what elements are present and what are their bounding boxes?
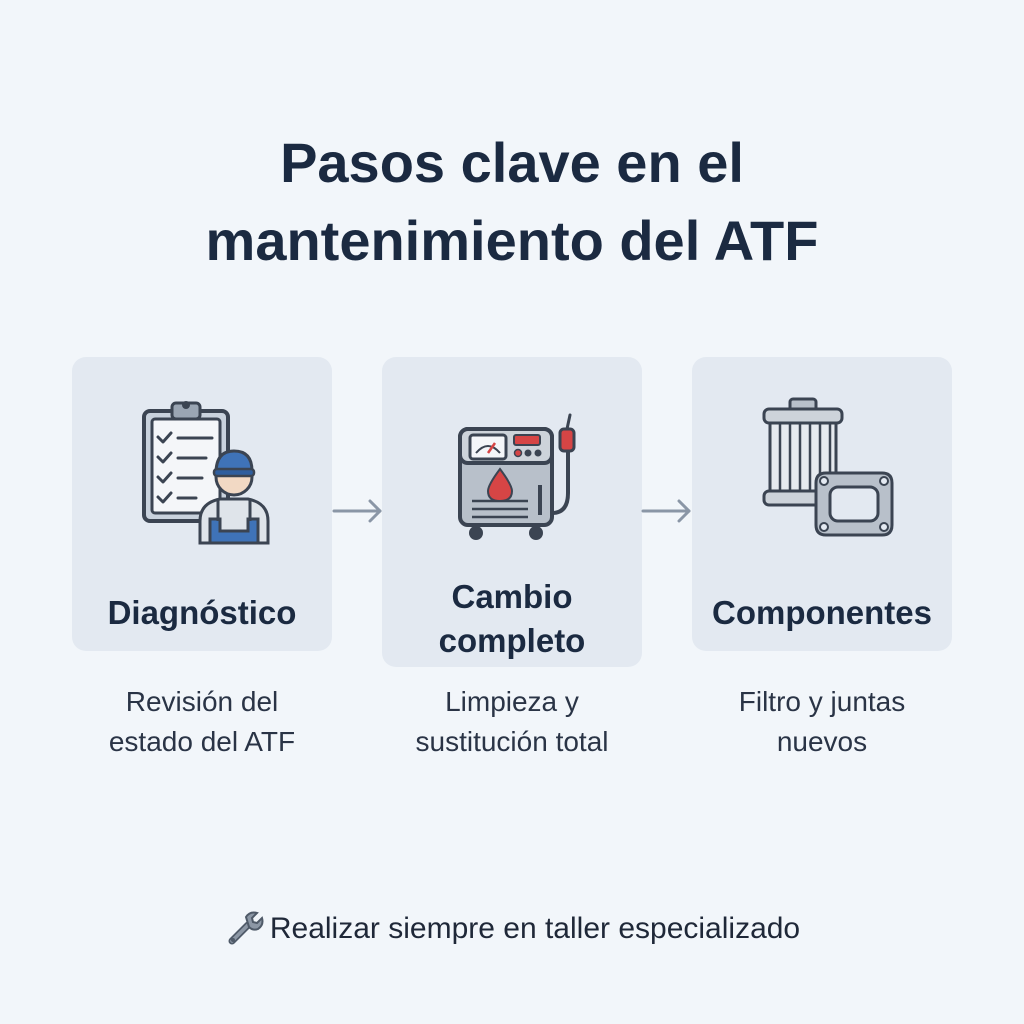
step-title: Cambio completo <box>382 575 642 663</box>
description-line: sustitución total <box>415 726 609 757</box>
arrow-right-icon <box>641 496 693 526</box>
page-title: Pasos clave en el mantenimiento del ATF <box>0 124 1024 280</box>
atf-exchange-machine-icon <box>432 393 592 553</box>
step-title-line: Diagnóstico <box>107 594 297 631</box>
filter-gasket-icon <box>742 393 902 553</box>
page-title-line-2: mantenimiento del ATF <box>205 208 819 272</box>
step-description-cambio-completo: Limpieza y sustitución total <box>362 682 662 762</box>
description-line: Filtro y juntas <box>738 686 906 717</box>
description-line: estado del ATF <box>108 726 296 757</box>
step-card-diagnostico: Diagnóstico <box>72 357 332 651</box>
page-title-line-1: Pasos clave en el <box>280 130 744 194</box>
step-description-componentes: Filtro y juntas nuevos <box>672 682 972 762</box>
description-line: Limpieza y <box>445 686 579 717</box>
step-title: Diagnóstico <box>72 591 332 635</box>
arrow-right-icon <box>332 496 384 526</box>
step-card-cambio-completo: Cambio completo <box>382 357 642 667</box>
step-description-diagnostico: Revisión del estado del ATF <box>52 682 352 762</box>
description-line: Revisión del <box>125 686 279 717</box>
step-title-line: Componentes <box>711 594 932 631</box>
footer-note: Realizar siempre en taller especializado <box>0 906 1024 952</box>
step-card-componentes: Componentes <box>692 357 952 651</box>
wrench-icon <box>224 907 264 947</box>
description-line: nuevos <box>776 726 868 757</box>
clipboard-mechanic-icon <box>122 393 282 553</box>
footer-text: Realizar siempre en taller especializado <box>269 912 801 945</box>
step-title: Componentes <box>692 591 952 635</box>
step-title-line: Cambio <box>451 578 573 615</box>
step-title-line: completo <box>438 622 586 659</box>
